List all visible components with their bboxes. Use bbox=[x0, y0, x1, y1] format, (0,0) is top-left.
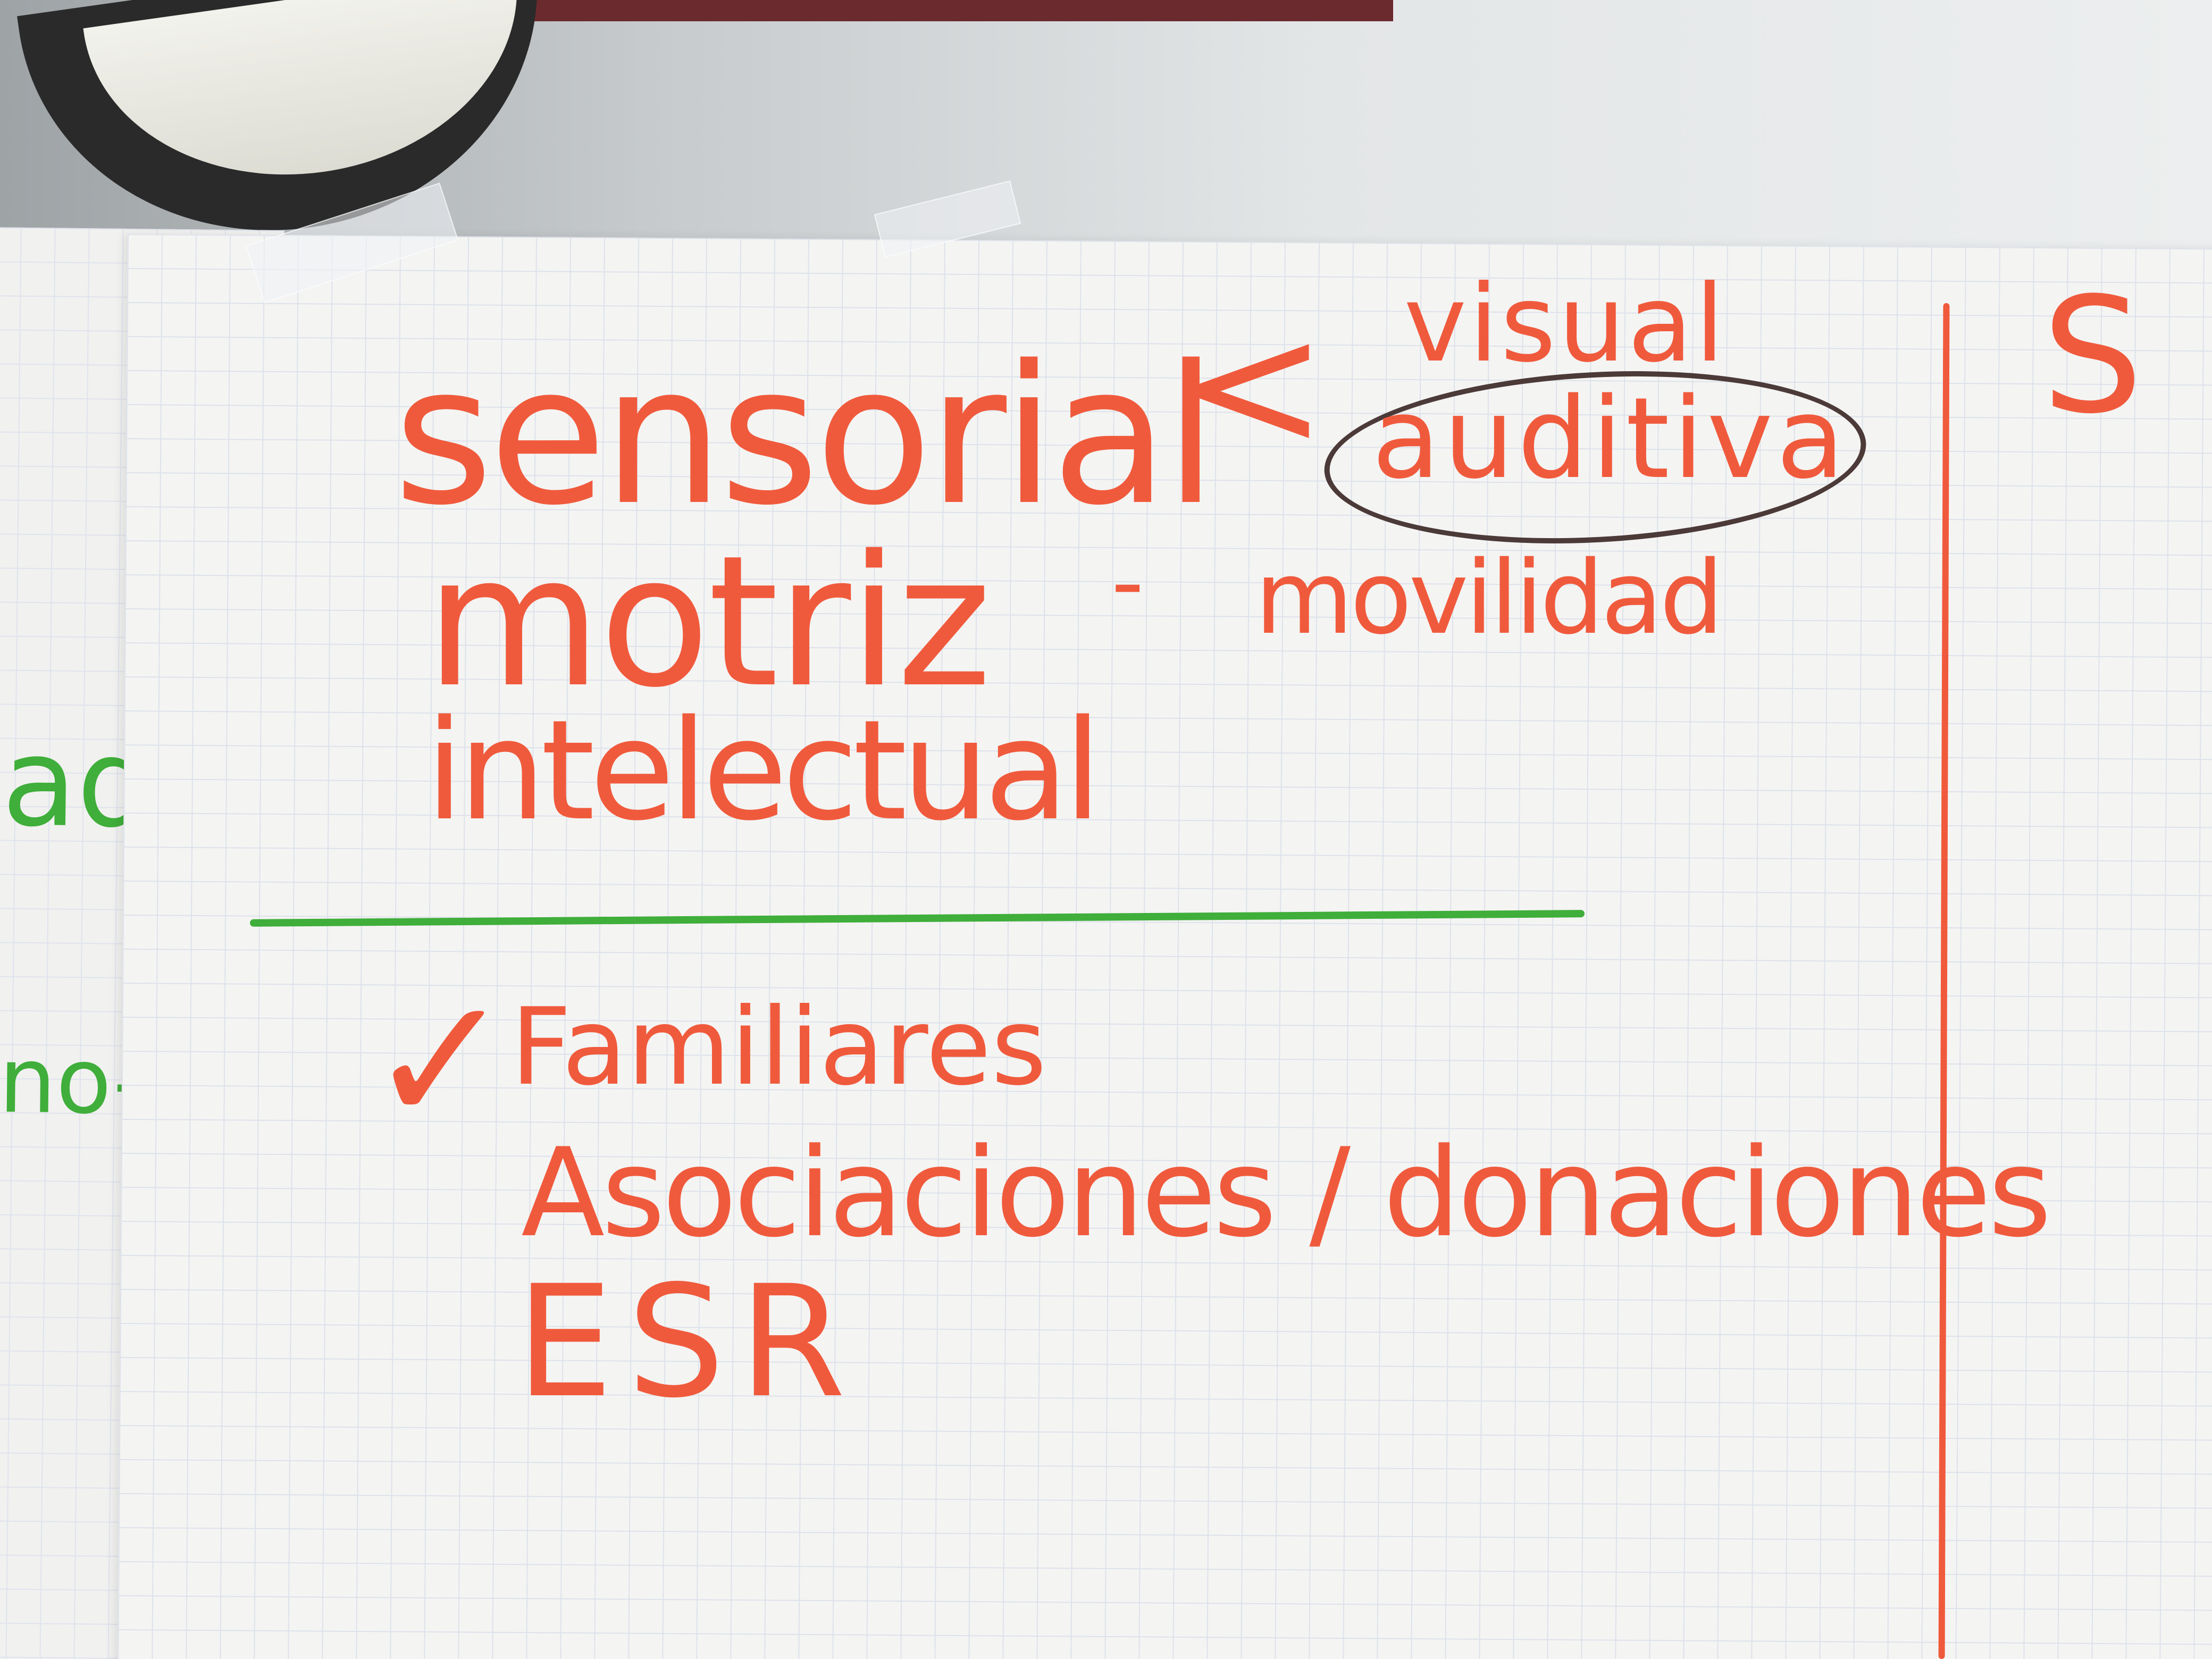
word-motriz: motriz bbox=[425, 517, 992, 727]
word-familiares: Familiares bbox=[510, 985, 1047, 1109]
word-esr: ESR bbox=[516, 1253, 860, 1432]
word-visual: visual bbox=[1404, 262, 1727, 386]
right-edge-letter: S bbox=[2042, 263, 2143, 449]
word-auditiva: auditiva bbox=[1372, 373, 1848, 504]
branch-dash: - bbox=[1111, 530, 1144, 635]
word-sensorial: sensorial bbox=[393, 324, 1218, 547]
word-asociaciones-donaciones: Asociaciones / donaciones bbox=[521, 1122, 2052, 1264]
check-mark-icon: ✓ bbox=[367, 959, 514, 1163]
branch-bracket: < bbox=[1180, 283, 1328, 488]
word-intelectual: intelectual bbox=[425, 691, 1102, 851]
word-movilidad: movilidad bbox=[1255, 539, 1724, 657]
